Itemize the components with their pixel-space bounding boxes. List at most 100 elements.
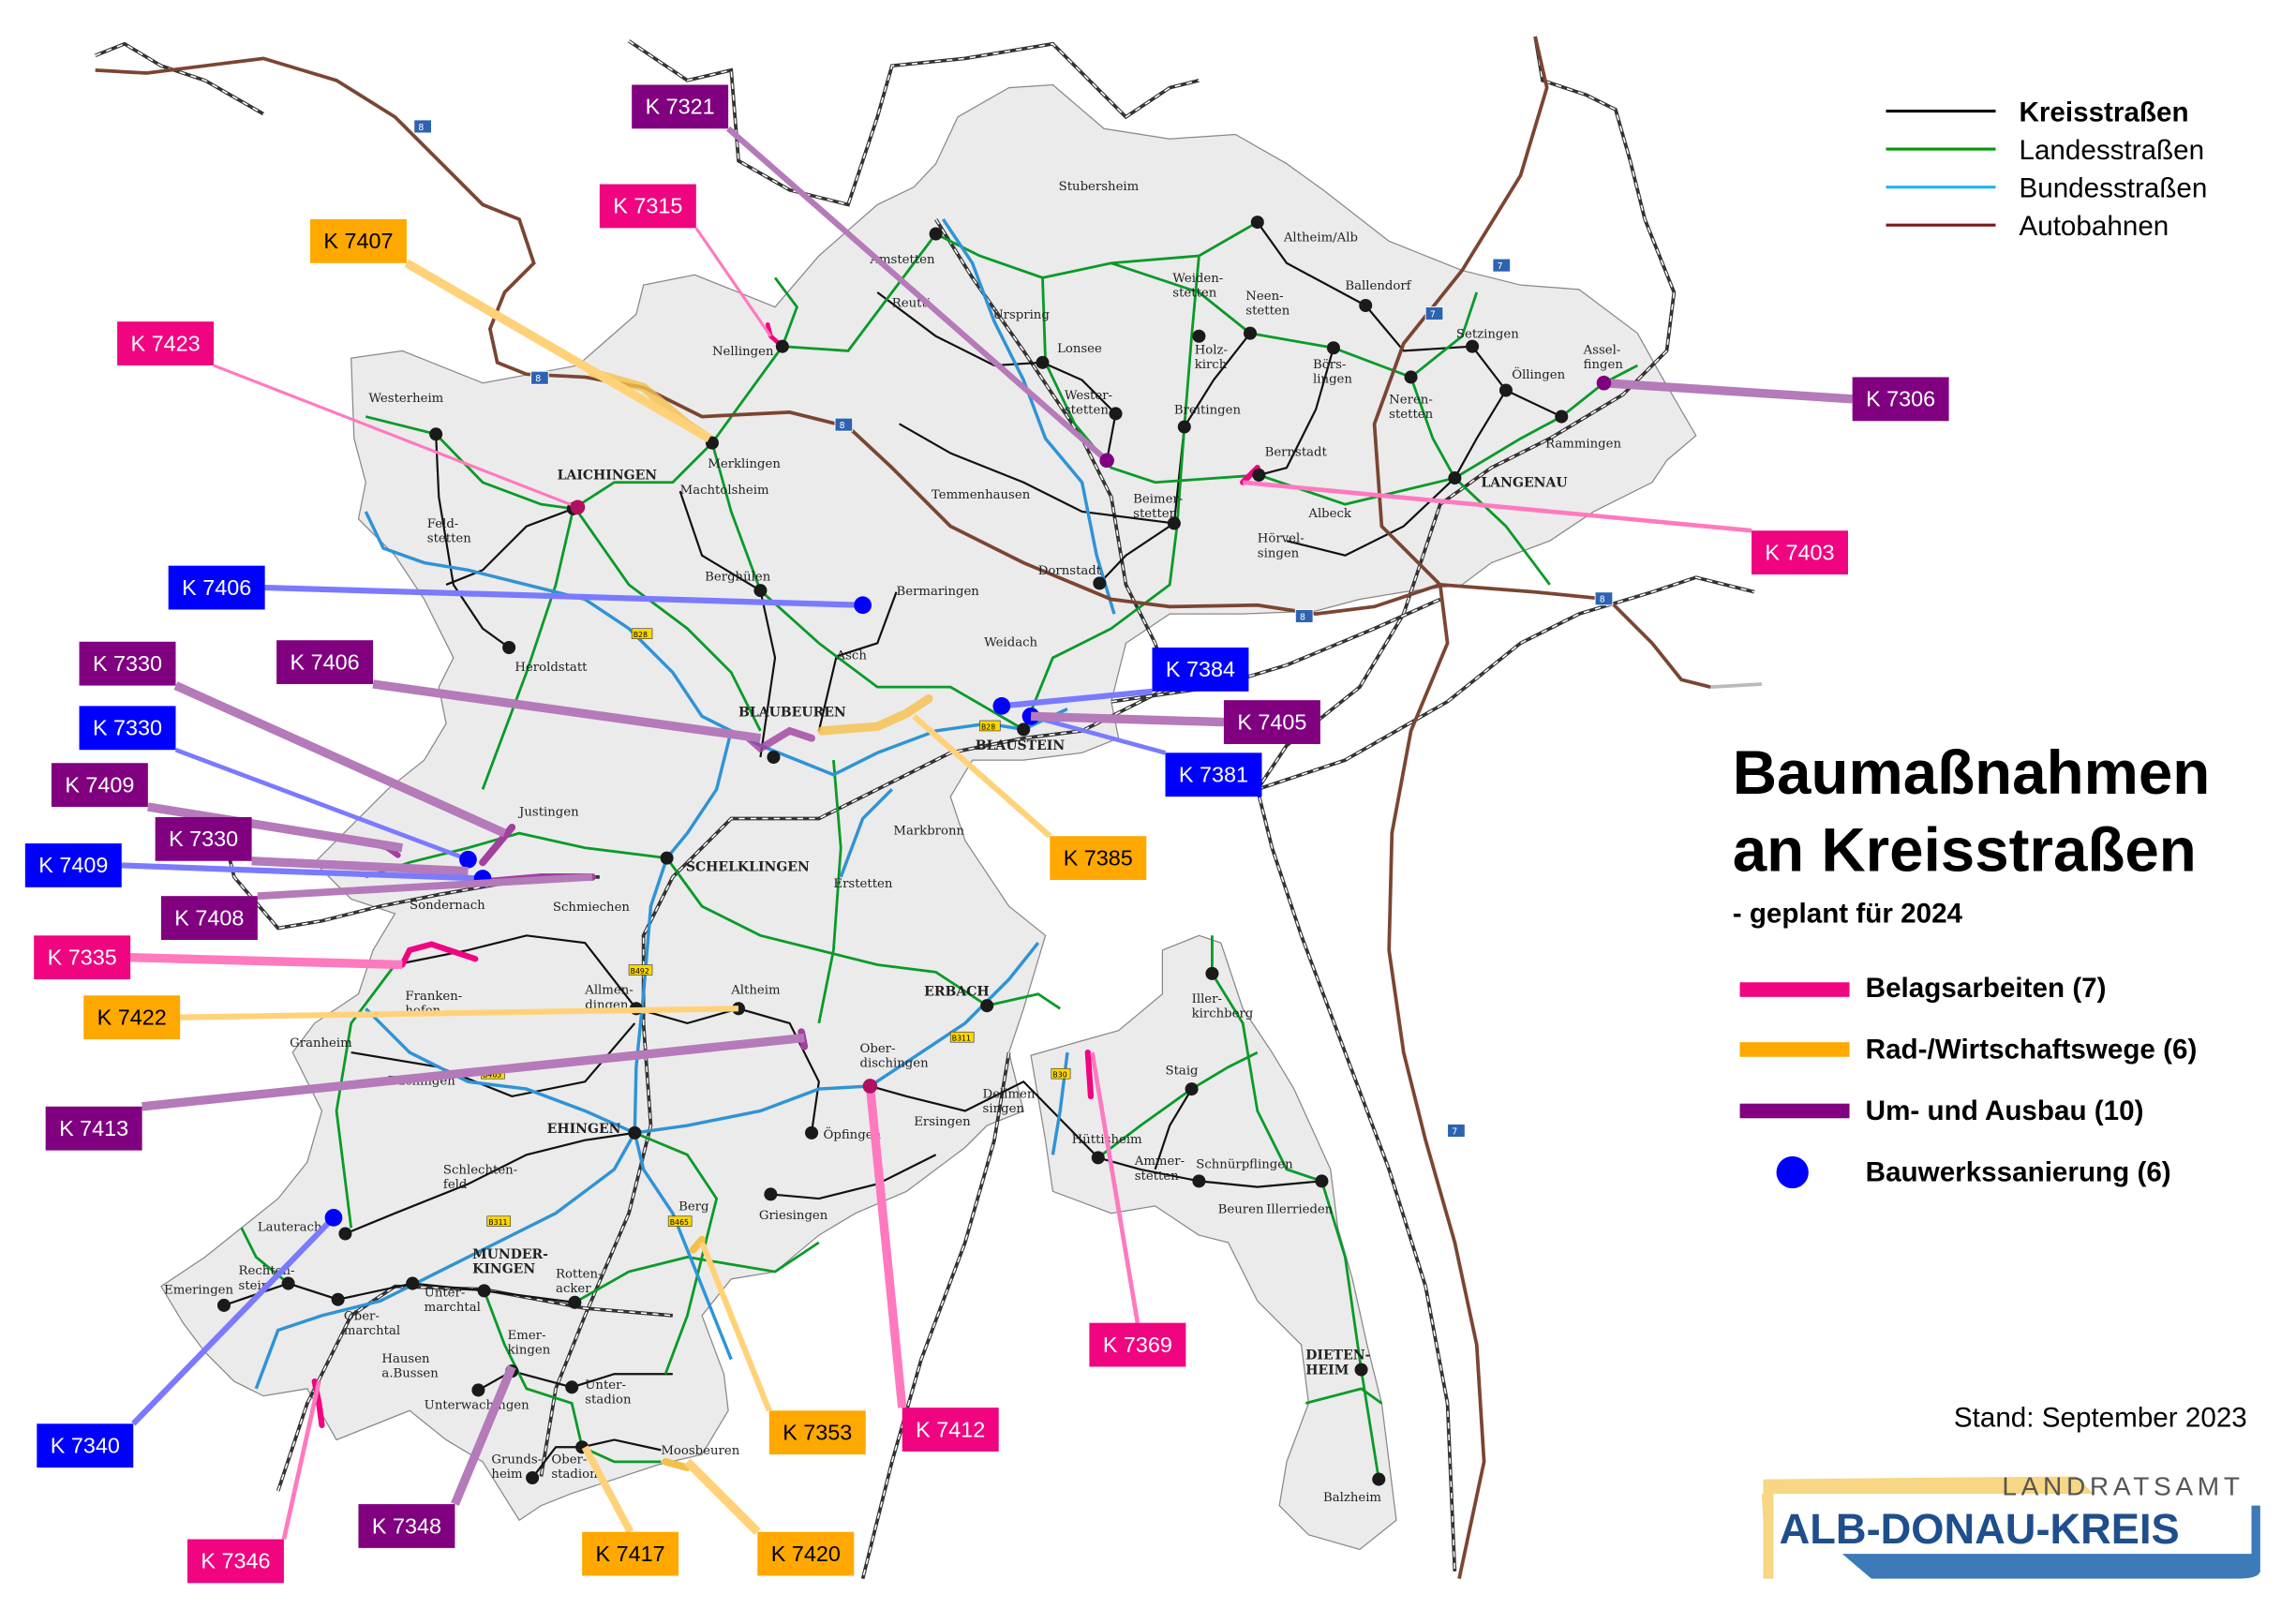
town: Balzheim (1323, 1472, 1386, 1505)
town-name: Bermaringen (897, 585, 980, 599)
callout-k7406[interactable]: K 7406 (276, 640, 762, 743)
town-name: Markbronn (893, 825, 964, 839)
town-name: Justingen (517, 805, 579, 819)
callout-k7408[interactable]: K 7408 (160, 873, 593, 940)
callout-k7330[interactable]: K 7330 (155, 816, 469, 876)
town-name: a.Bussen (381, 1366, 439, 1380)
town-name: Iller- (1192, 992, 1222, 1006)
callout-k7346[interactable]: K 7346 (186, 1380, 321, 1584)
town: Granheim (290, 1036, 352, 1050)
svg-text:B311: B311 (488, 1218, 507, 1227)
leader-line (451, 1364, 516, 1506)
callout-k7407[interactable]: K 7407 (310, 218, 712, 443)
town-dot-icon (568, 1295, 582, 1309)
leader-line (257, 873, 593, 901)
callout-k7423[interactable]: K 7423 (117, 321, 586, 515)
callout-box (310, 218, 407, 263)
town-dot-icon (1252, 468, 1266, 482)
town-name: feld (443, 1178, 468, 1192)
town-name: stetten (1065, 403, 1109, 417)
town-name: Hausen (381, 1352, 430, 1366)
town-name: Altheim/Alb (1283, 231, 1358, 245)
town-name: Erstetten (833, 877, 892, 891)
callout-k7409[interactable]: K 7409 (51, 763, 404, 853)
town-name: Emeringen (164, 1283, 234, 1297)
callout-label: K 7412 (916, 1417, 985, 1441)
callout-k7403[interactable]: K 7403 (1242, 480, 1848, 575)
leader-line (865, 1085, 907, 1408)
town: Neen-stetten (1243, 290, 1290, 340)
callout-k7321[interactable]: K 7321 (632, 84, 1114, 469)
callout-label: K 7330 (169, 827, 238, 851)
leader-line (912, 713, 1052, 839)
callout-k7406[interactable]: K 7406 (168, 565, 872, 615)
callout-k7420[interactable]: K 7420 (684, 1458, 855, 1576)
callout-k7381[interactable]: K 7381 (1021, 707, 1262, 797)
callout-k7330[interactable]: K 7330 (79, 641, 507, 838)
town-name: stetten (1135, 1170, 1179, 1184)
callout-label: K 7369 (1103, 1333, 1172, 1357)
callout-box (599, 184, 696, 229)
town-dot-icon (1404, 370, 1418, 384)
town-dot-icon (406, 1276, 420, 1290)
town-name: Stubersheim (1059, 180, 1140, 194)
callout-k7369[interactable]: K 7369 (1089, 1051, 1186, 1367)
town-name: singen (1258, 546, 1300, 560)
callout-box (1752, 530, 1848, 575)
callout-k7412[interactable]: K 7412 (862, 1079, 999, 1452)
callout-k7315[interactable]: K 7315 (599, 184, 772, 337)
callout-k7417[interactable]: K 7417 (581, 1445, 679, 1576)
callout-label: K 7420 (771, 1542, 841, 1566)
town-dot-icon (1250, 216, 1264, 230)
callout-k7353[interactable]: K 7353 (699, 1241, 866, 1455)
town: Bernstadt (1252, 446, 1328, 482)
callout-k7306[interactable]: K 7306 (1596, 375, 1949, 422)
svg-text:8: 8 (418, 123, 424, 133)
callout-k7413[interactable]: K 7413 (45, 1033, 805, 1151)
callout-k7409[interactable]: K 7409 (24, 843, 492, 887)
callout-k7384[interactable]: K 7384 (992, 648, 1249, 715)
town-name: LANGENAU (1481, 475, 1567, 490)
a8-shield: 8 (1594, 591, 1614, 606)
callout-k7422[interactable]: K 7422 (83, 995, 739, 1040)
town-name: Lauterach (258, 1220, 322, 1234)
town-name: acker (556, 1282, 591, 1296)
callout-box (83, 995, 181, 1040)
town-dot-icon (477, 1284, 491, 1298)
svg-text:B492: B492 (631, 967, 649, 976)
town: Markbronn (893, 825, 964, 839)
callout-k7405[interactable]: K 7405 (1030, 700, 1320, 744)
callout-box (1089, 1322, 1186, 1367)
callout-box (358, 1504, 455, 1548)
subtitle: - geplant für 2024 (1733, 898, 1963, 929)
callout-k7340[interactable]: K 7340 (37, 1209, 343, 1468)
callout-k7335[interactable]: K 7335 (34, 935, 403, 980)
a8-shield: 8 (834, 417, 854, 432)
callout-box (45, 1106, 142, 1151)
svg-text:B311: B311 (952, 1035, 971, 1043)
callout-box (79, 641, 176, 686)
project-location-dot-icon (1596, 375, 1612, 391)
town-name: Grunds- (491, 1453, 542, 1467)
town-name: kirch (1195, 358, 1228, 372)
town: Holz-kirch (1195, 343, 1228, 372)
town-name: Ballendorf (1345, 279, 1411, 293)
project-location-dot-icon (324, 1209, 343, 1227)
callout-label: K 7384 (1166, 657, 1235, 681)
town-dot-icon (429, 427, 443, 441)
town: SCHELKLINGEN (660, 851, 810, 875)
callout-k7330[interactable]: K 7330 (79, 706, 477, 869)
town-dot-icon (1167, 516, 1181, 530)
callout-box (902, 1408, 999, 1452)
town-name: Börs- (1313, 358, 1346, 372)
leader-line (130, 953, 403, 970)
callout-k7348[interactable]: K 7348 (358, 1364, 516, 1548)
callout-label: K 7422 (97, 1005, 167, 1029)
road-shields: 8 8 8 8 8 7 7 7 B28 B28 B492 B465 B465 B… (413, 119, 1614, 1227)
town: Breitingen (1174, 403, 1241, 434)
town: Berg (678, 1200, 709, 1214)
callout-k7385[interactable]: K 7385 (912, 713, 1147, 881)
leader-line (174, 748, 470, 862)
town-name: Ammer- (1134, 1155, 1185, 1169)
town: Feld-stetten (427, 517, 471, 546)
